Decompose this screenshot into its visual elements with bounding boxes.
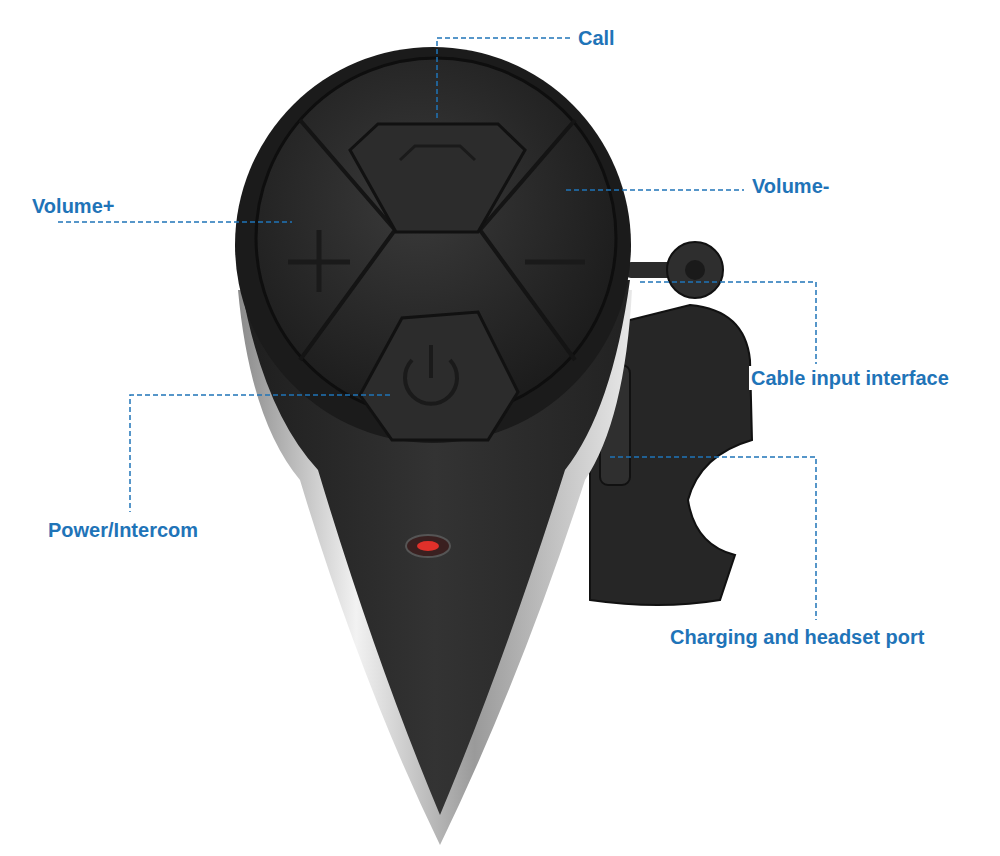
led-eye xyxy=(406,535,450,557)
power-button xyxy=(360,312,518,440)
call-button xyxy=(350,124,525,232)
head-rim xyxy=(235,47,631,443)
part-label: Cable input interface xyxy=(749,366,951,390)
plus-symbol xyxy=(288,230,350,292)
part-label: Power/Intercom xyxy=(46,518,200,542)
leader-line xyxy=(437,38,570,118)
part-label: Charging and headset port xyxy=(668,625,926,649)
leader-line xyxy=(130,395,390,512)
part-label: Volume- xyxy=(750,174,831,198)
leader-line xyxy=(566,189,744,191)
power-symbol xyxy=(405,345,457,404)
part-label: Volume+ xyxy=(30,194,116,218)
led-light xyxy=(417,541,439,551)
call-symbol xyxy=(400,146,475,160)
leader-line xyxy=(58,221,292,223)
minus-symbol xyxy=(525,260,585,265)
part-label: Call xyxy=(576,26,617,50)
cable-input-hole xyxy=(685,260,705,280)
leader-line xyxy=(640,282,816,364)
cable-input-cap xyxy=(667,242,723,298)
leader-line xyxy=(610,457,816,620)
